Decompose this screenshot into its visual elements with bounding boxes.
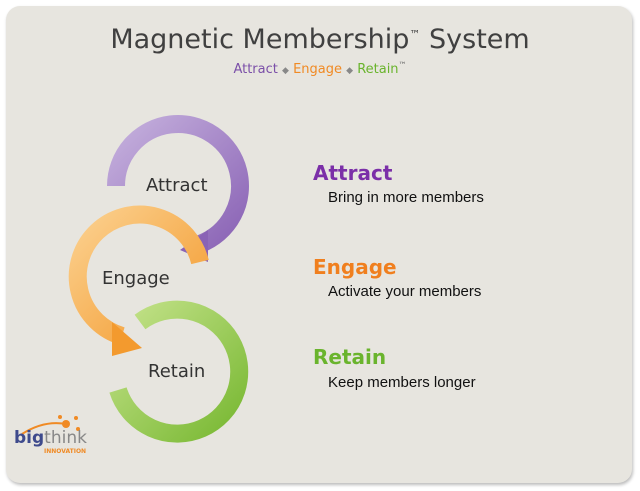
logo-subtitle: INNOVATION [44,448,87,455]
slide-title: Magnetic Membership™ System [110,24,530,55]
cycle-label-engage: Engage [102,268,170,289]
cycle-label-retain: Retain [148,361,206,382]
slide [6,6,632,483]
heading-engage: Engage [313,255,397,279]
heading-retain: Retain [313,345,387,369]
slide-subtitle: Attract ◆ Engage ◆ Retain™ [233,60,407,77]
heading-attract: Attract [313,161,393,185]
cycle-label-attract: Attract [146,175,208,196]
desc-engage: Activate your members [328,283,482,300]
logo-wordmark: bigthink [14,428,87,448]
logo-network-icon [21,415,80,435]
big-think-logo: bigthink INNOVATION [14,428,87,456]
desc-retain: Keep members longer [328,374,476,391]
retain-arc [109,300,249,443]
desc-attract: Bring in more members [328,189,484,206]
engage-arc [68,205,209,356]
